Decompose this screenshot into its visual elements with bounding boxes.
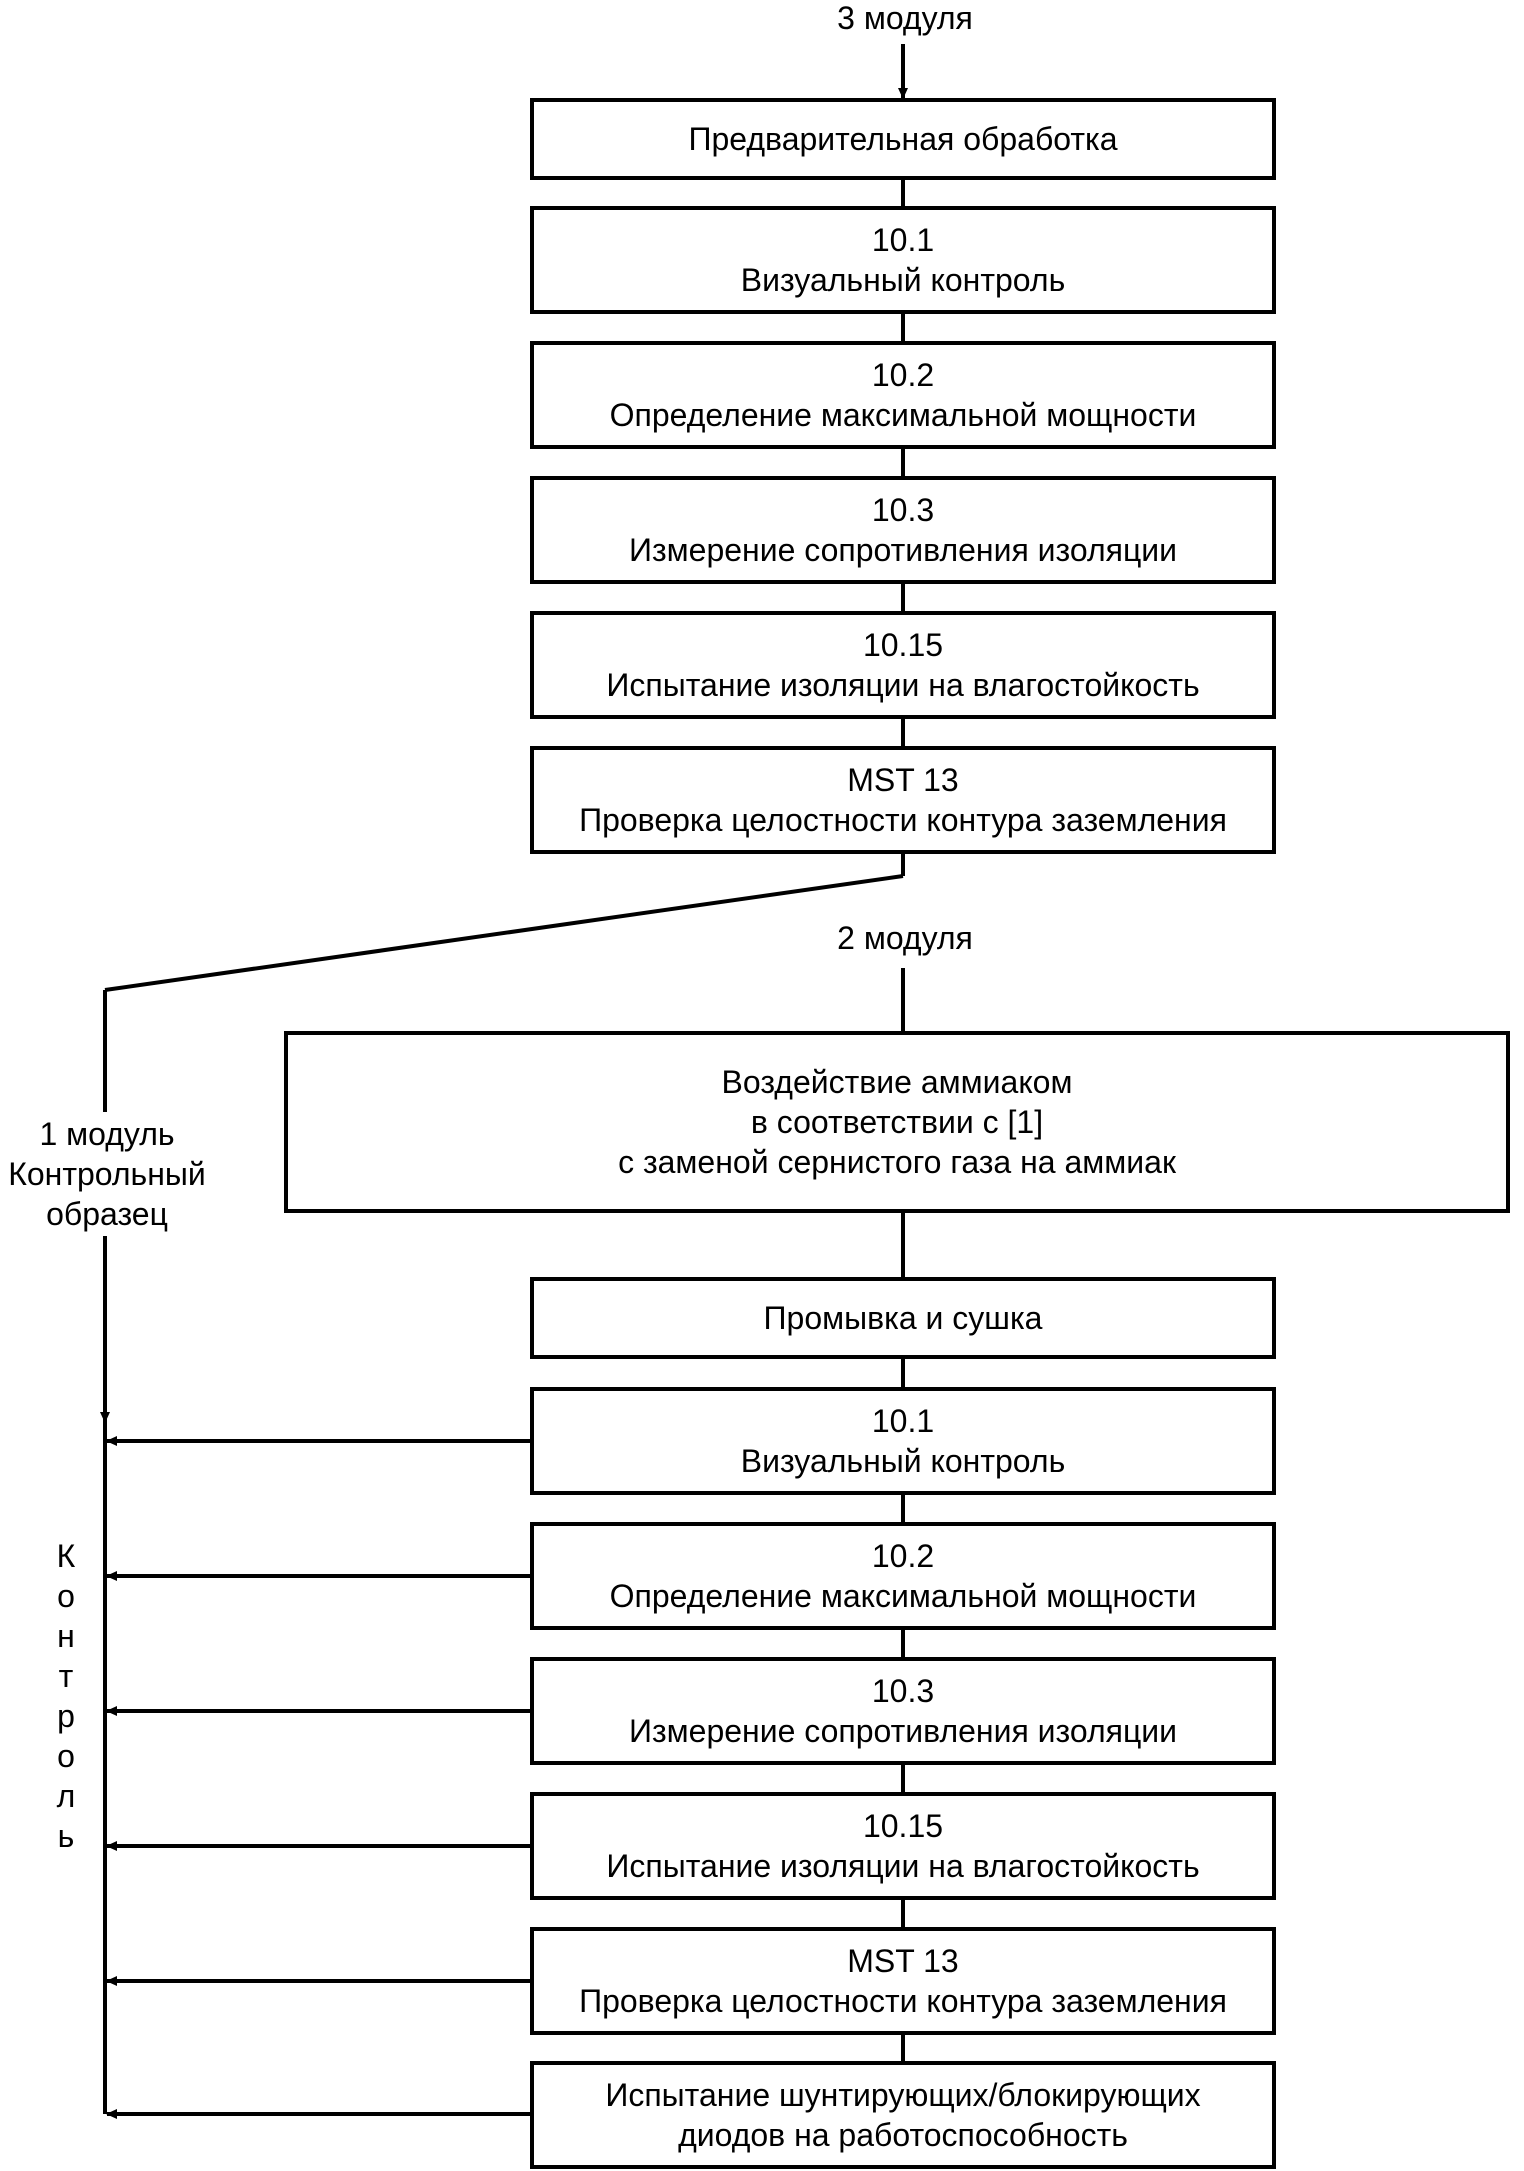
two-modules-label: 2 модуля <box>837 920 973 956</box>
wet-leakage-box-2: 10.15 Испытание изоляции на влагостойкос… <box>530 1792 1276 1900</box>
max-power-box-2: 10.2 Определение максимальной мощности <box>530 1522 1276 1630</box>
ground-continuity-box-2: MST 13 Проверка целостности контура зазе… <box>530 1927 1276 2035</box>
wet-leakage-box: 10.15 Испытание изоляции на влагостойкос… <box>530 611 1276 719</box>
top-label: 3 модуля <box>837 0 973 36</box>
max-power-box: 10.2 Определение максимальной мощности <box>530 341 1276 449</box>
visual-inspection-box-2: 10.1 Визуальный контроль <box>530 1387 1276 1495</box>
bypass-diode-box: Испытание шунтирующих/блокирующих диодов… <box>530 2061 1276 2169</box>
pretreatment-box: Предварительная обработка <box>530 98 1276 180</box>
insulation-resistance-box-2: 10.3 Измерение сопротивления изоляции <box>530 1657 1276 1765</box>
ground-continuity-box: MST 13 Проверка целостности контура зазе… <box>530 746 1276 854</box>
one-module-line: 1 модуль <box>39 1116 175 1152</box>
insulation-resistance-box: 10.3 Измерение сопротивления изоляции <box>530 476 1276 584</box>
control-sample-line: Контрольный <box>8 1156 206 1192</box>
sample-line: образец <box>46 1196 168 1232</box>
ammonia-exposure-box: Воздействие аммиаком в соответствии с [1… <box>284 1031 1510 1213</box>
control-vertical-label: К о н т р о л ь <box>56 1538 76 1854</box>
control-branch-diagonal <box>104 874 904 992</box>
one-module-label: 1 модуль Контрольный образец <box>0 1114 214 1234</box>
visual-inspection-box: 10.1 Визуальный контроль <box>530 206 1276 314</box>
wash-and-dry-box: Промывка и сушка <box>530 1277 1276 1359</box>
